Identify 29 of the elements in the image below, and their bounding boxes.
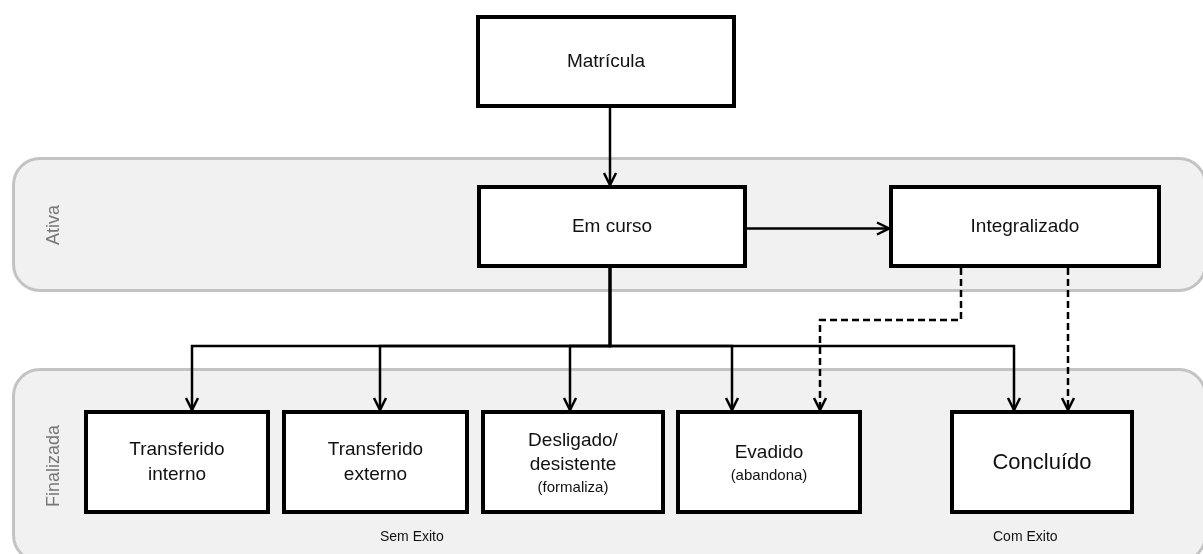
state-label: Matrícula (566, 49, 646, 74)
dashed-arrow (1060, 268, 1076, 412)
state-label: Evadido (734, 439, 804, 464)
state-box (476, 15, 736, 108)
lane-label: Ativa (42, 204, 64, 245)
arrow (602, 108, 618, 187)
outcome-label: Com Exito (993, 528, 1058, 544)
state-box (676, 410, 862, 514)
arrow (608, 268, 1022, 412)
state-label: Transferido interno (128, 437, 226, 486)
state-box (477, 185, 747, 268)
state-box (889, 185, 1161, 268)
state-box (282, 410, 469, 514)
dashed-arrow (812, 268, 963, 412)
lane-label: Finalizada (42, 424, 64, 507)
state-label: Concluído (992, 447, 1092, 476)
state-label: Transferido externo (326, 437, 425, 486)
swimlane-band (12, 157, 1203, 292)
state-label: Desligado/ desistente (527, 427, 619, 477)
state-box (950, 410, 1134, 514)
state-note: (abandona) (730, 464, 808, 485)
arrow (747, 221, 891, 236)
state-box (481, 410, 665, 514)
state-label: Integralizado (970, 214, 1080, 239)
swimlane-band (12, 368, 1203, 554)
state-note: (formaliza) (537, 476, 609, 497)
outcome-label: Sem Exito (380, 528, 444, 544)
state-label: Em curso (571, 214, 653, 239)
state-box (84, 410, 270, 514)
